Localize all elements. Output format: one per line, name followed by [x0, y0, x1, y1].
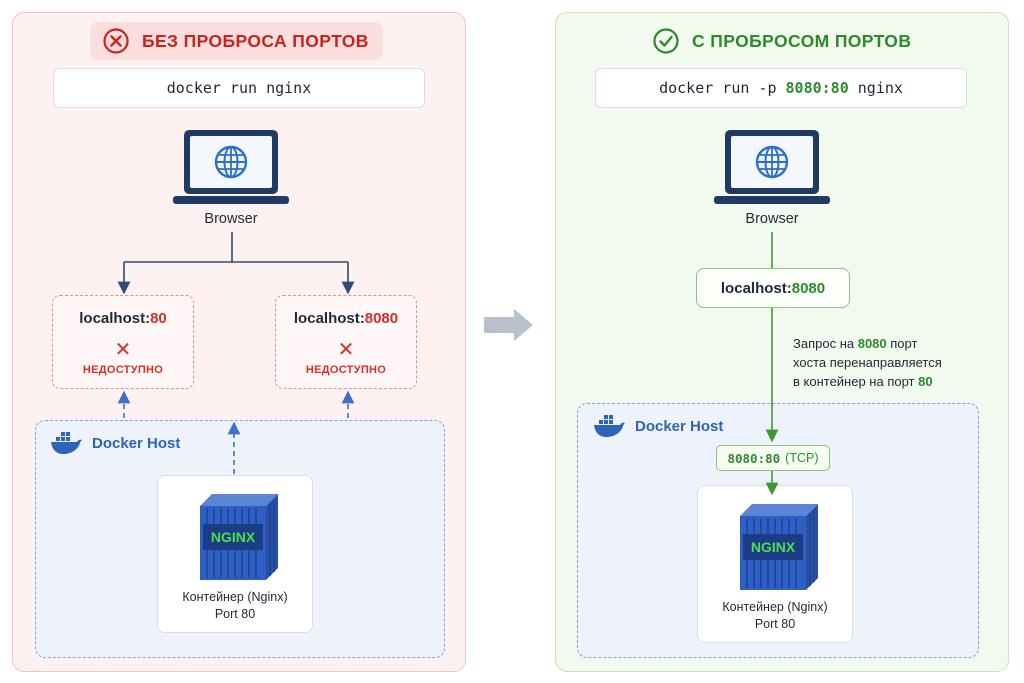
left-title: БЕЗ ПРОБРОСА ПОРТОВ: [90, 22, 383, 60]
right-browser-label: Browser: [745, 211, 799, 227]
error-circle-icon: [103, 28, 129, 54]
left-command-text: docker run nginx: [166, 79, 312, 97]
target-localhost-8080: localhost:8080 ✕ НЕДОСТУПНО: [275, 295, 417, 389]
left-docker-host-text: Docker Host: [92, 434, 181, 452]
right-command-mapping: 8080:80: [785, 79, 849, 97]
target-address: localhost:80: [79, 310, 167, 327]
container-name: Контейнер (Nginx): [722, 600, 828, 614]
container-cube-icon: NGINX: [740, 504, 818, 590]
container-name: Контейнер (Nginx): [182, 590, 288, 604]
container-dashed-arrows: [117, 390, 355, 474]
laptop-icon: [173, 130, 289, 204]
laptop-icon: [714, 130, 830, 204]
right-localhost-host: localhost:: [720, 279, 792, 297]
target-address: localhost:8080: [293, 310, 399, 327]
right-localhost-box: localhost:8080: [696, 268, 850, 308]
mapping-ports: 8080:80: [727, 450, 781, 466]
left-title-text: БЕЗ ПРОБРОСА ПОРТОВ: [142, 30, 369, 51]
status-unavailable: НЕДОСТУПНО: [82, 364, 164, 376]
left-browser-label: Browser: [204, 211, 258, 227]
cross-icon: ✕: [337, 339, 355, 361]
cross-icon: ✕: [114, 339, 132, 361]
docker-whale-icon: [594, 415, 625, 437]
container-cube-icon: NGINX: [200, 494, 278, 580]
browser-request-arrows: [117, 232, 355, 295]
left-command: docker run nginx: [53, 68, 425, 108]
globe-icon: [755, 145, 789, 179]
svg-text:NGINX: NGINX: [211, 529, 256, 545]
right-command-suffix: nginx: [848, 79, 903, 97]
right-localhost-port: 8080: [791, 279, 826, 297]
target-localhost-80: localhost:80 ✕ НЕДОСТУПНО: [52, 295, 194, 389]
docker-whale-icon: [51, 432, 82, 454]
redirect-note: Запрос на 8080 порт хоста перенаправляет…: [793, 336, 942, 389]
right-command-prefix: docker run -p: [659, 79, 786, 97]
globe-icon: [214, 145, 248, 179]
port-mapping-badge: 8080:80 (TCP): [716, 445, 830, 471]
arrow-right-icon: [484, 309, 533, 341]
mapping-protocol: (TCP): [785, 451, 819, 465]
right-title: С ПРОБРОСОМ ПОРТОВ: [640, 22, 925, 60]
container-port: Port 80: [214, 607, 256, 621]
status-unavailable: НЕДОСТУПНО: [305, 364, 387, 376]
left-container-card: NGINX Контейнер (Nginx) Port 80: [157, 475, 313, 633]
svg-text:NGINX: NGINX: [751, 539, 796, 555]
check-circle-icon: [653, 28, 679, 54]
right-command: docker run -p 8080:80 nginx: [595, 68, 967, 108]
left-docker-host-label: Docker Host: [50, 431, 180, 455]
right-container-card: NGINX Контейнер (Nginx) Port 80: [697, 485, 853, 643]
right-docker-host-text: Docker Host: [635, 417, 724, 435]
right-title-text: С ПРОБРОСОМ ПОРТОВ: [692, 30, 912, 51]
right-docker-host-label: Docker Host: [593, 414, 723, 438]
container-port: Port 80: [754, 617, 796, 631]
